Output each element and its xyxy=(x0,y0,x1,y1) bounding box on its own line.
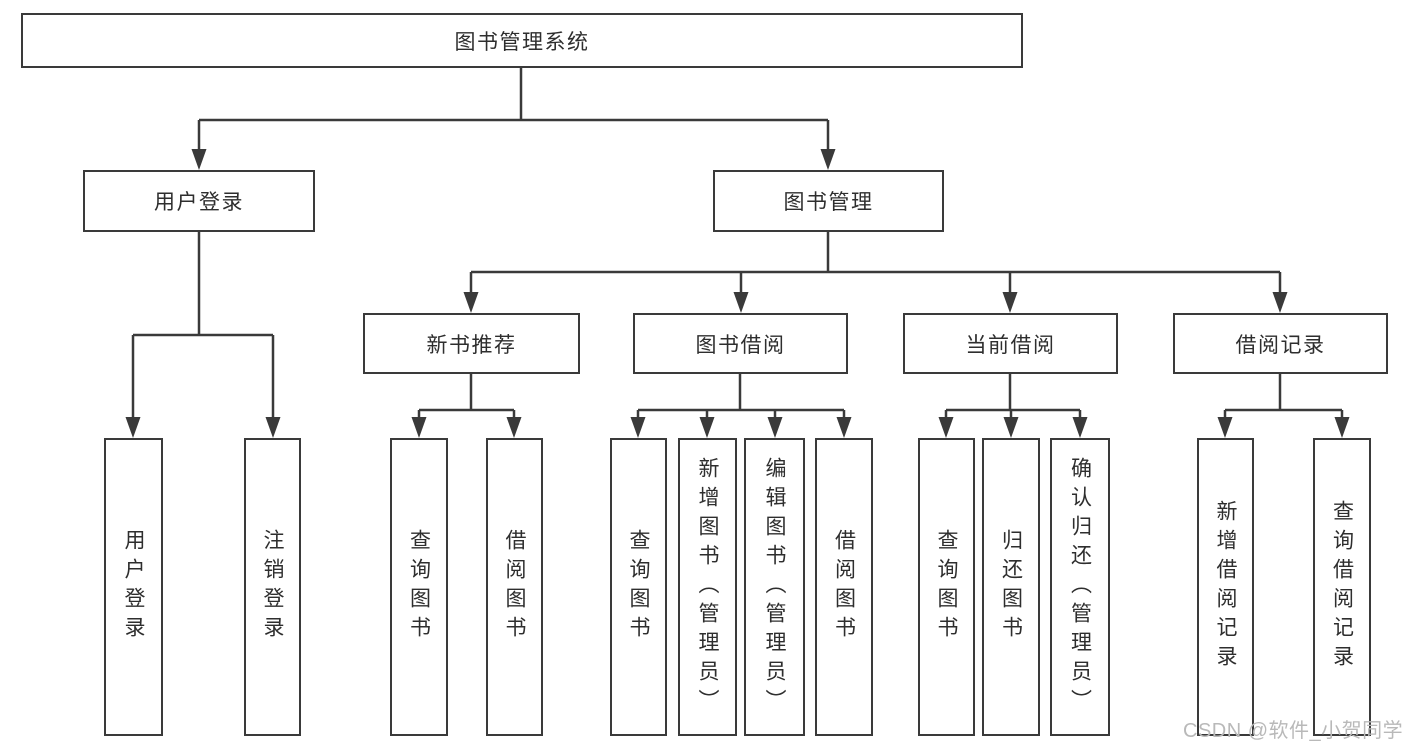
leaf-add-borrow-record-label: 新增借阅记录 xyxy=(1214,500,1237,674)
arrow-down-icon xyxy=(820,149,836,170)
leaf-add-books-admin: 新增图书（管理员） xyxy=(678,438,737,736)
leaf-query-books-recommend-label: 查询图书 xyxy=(407,529,431,645)
leaf-logout-label: 注销登录 xyxy=(261,529,284,645)
leaf-query-borrow-record: 查询借阅记录 xyxy=(1313,438,1371,736)
arrow-down-icon xyxy=(1334,417,1350,438)
arrow-down-icon xyxy=(767,417,783,438)
node-user-login: 用户登录 xyxy=(83,170,315,232)
leaf-logout: 注销登录 xyxy=(244,438,301,736)
leaf-add-borrow-record: 新增借阅记录 xyxy=(1197,438,1254,736)
leaf-query-borrow-record-label: 查询借阅记录 xyxy=(1330,500,1354,674)
leaf-borrow-books-label: 借阅图书 xyxy=(832,529,856,645)
node-library-system-label: 图书管理系统 xyxy=(454,30,590,54)
leaf-confirm-return-admin-label: 确认归还（管理员） xyxy=(1068,456,1092,718)
arrow-down-icon xyxy=(506,417,522,438)
leaf-confirm-return-admin: 确认归还（管理员） xyxy=(1050,438,1110,736)
arrow-down-icon xyxy=(125,417,141,438)
arrowhead-icons xyxy=(125,149,1350,438)
node-new-book-recommend-label: 新书推荐 xyxy=(426,333,517,357)
leaf-edit-books-admin-label: 编辑图书（管理员） xyxy=(763,456,786,718)
node-borrow-records-label: 借阅记录 xyxy=(1235,333,1326,357)
leaf-query-books-current-label: 查询图书 xyxy=(935,529,958,645)
node-current-borrow-label: 当前借阅 xyxy=(965,333,1056,357)
leaf-borrow-books-recommend-label: 借阅图书 xyxy=(503,529,526,645)
node-book-borrow-label: 图书借阅 xyxy=(695,333,786,357)
arrow-down-icon xyxy=(1003,417,1019,438)
node-book-management-label: 图书管理 xyxy=(783,191,874,214)
node-book-borrow: 图书借阅 xyxy=(633,313,848,374)
node-library-system: 图书管理系统 xyxy=(21,13,1023,68)
leaf-query-books-recommend: 查询图书 xyxy=(390,438,448,736)
arrow-down-icon xyxy=(1217,417,1233,438)
leaf-user-login-label: 用户登录 xyxy=(122,529,145,645)
arrow-down-icon xyxy=(1002,292,1018,313)
leaf-query-books-borrow-label: 查询图书 xyxy=(627,529,650,645)
leaf-query-books-borrow: 查询图书 xyxy=(610,438,667,736)
node-current-borrow: 当前借阅 xyxy=(903,313,1118,374)
arrow-down-icon xyxy=(191,149,207,170)
leaf-return-books-label: 归还图书 xyxy=(999,529,1023,645)
node-new-book-recommend: 新书推荐 xyxy=(363,313,580,374)
arrow-down-icon xyxy=(1072,417,1088,438)
leaf-return-books: 归还图书 xyxy=(982,438,1040,736)
arrow-down-icon xyxy=(265,417,281,438)
arrow-down-icon xyxy=(733,292,749,313)
arrow-down-icon xyxy=(699,417,715,438)
arrow-down-icon xyxy=(938,417,954,438)
leaf-edit-books-admin: 编辑图书（管理员） xyxy=(744,438,805,736)
leaf-query-books-current: 查询图书 xyxy=(918,438,975,736)
arrow-down-icon xyxy=(630,417,646,438)
node-borrow-records: 借阅记录 xyxy=(1173,313,1388,374)
arrow-down-icon xyxy=(411,417,427,438)
node-book-management: 图书管理 xyxy=(713,170,944,232)
leaf-borrow-books-recommend: 借阅图书 xyxy=(486,438,543,736)
leaf-borrow-books: 借阅图书 xyxy=(815,438,873,736)
arrow-down-icon xyxy=(1272,292,1288,313)
watermark-text: CSDN @软件_小贺同学 xyxy=(1183,720,1404,742)
arrow-down-icon xyxy=(836,417,852,438)
arrow-down-icon xyxy=(463,292,479,313)
leaf-add-books-admin-label: 新增图书（管理员） xyxy=(696,456,719,718)
node-user-login-label: 用户登录 xyxy=(154,191,244,214)
leaf-user-login: 用户登录 xyxy=(104,438,163,736)
